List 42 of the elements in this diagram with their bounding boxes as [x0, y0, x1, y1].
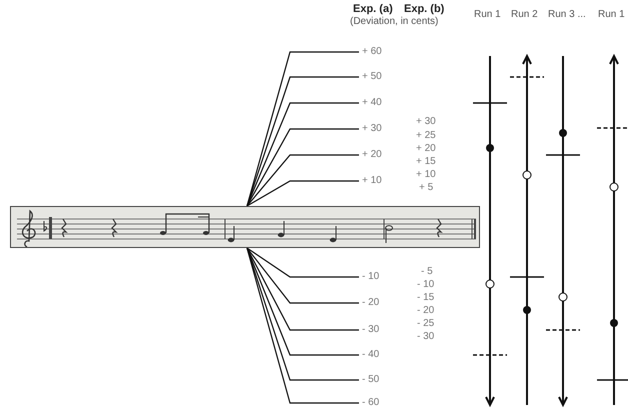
- value-label: - 20: [417, 304, 434, 317]
- value-label: + 5: [419, 181, 434, 194]
- value-label: + 10: [416, 168, 436, 181]
- deviation-label: + 50: [362, 70, 382, 84]
- leader-line: [246, 102, 359, 206]
- value-label: - 15: [417, 291, 434, 304]
- value-label: + 25: [416, 129, 436, 142]
- value-label: - 25: [417, 317, 434, 330]
- deviation-label: + 20: [362, 148, 382, 162]
- deviation-label: + 40: [362, 96, 382, 110]
- deviation-label: - 40: [362, 348, 380, 362]
- deviation-label: - 60: [362, 396, 380, 409]
- leader-line: [246, 51, 359, 206]
- value-label: + 20: [416, 142, 436, 155]
- leader-line: [246, 76, 359, 206]
- unit-note: (Deviation, in cents): [350, 15, 438, 28]
- leader-line: [246, 154, 359, 206]
- deviation-label: - 30: [362, 323, 380, 337]
- deviation-label: + 10: [362, 174, 382, 188]
- deviation-label: + 30: [362, 122, 382, 136]
- value-label: + 30: [416, 115, 436, 128]
- deviation-label: - 20: [362, 296, 380, 310]
- column-header: Exp. (a): [353, 3, 393, 16]
- leader-line: [246, 248, 359, 278]
- leader-line: [246, 248, 359, 304]
- value-label: - 5: [421, 265, 433, 278]
- deviation-label: + 60: [362, 45, 382, 59]
- column-header: Run 1: [598, 8, 625, 21]
- leader-line: [246, 180, 359, 207]
- column-header: Run 2: [511, 8, 538, 21]
- deviation-label: - 50: [362, 373, 380, 387]
- column-header: Exp. (b): [404, 3, 444, 16]
- leader-line: [246, 248, 359, 356]
- value-label: - 10: [417, 278, 434, 291]
- value-label: + 15: [416, 155, 436, 168]
- deviation-label: - 10: [362, 270, 380, 284]
- music-staff-drawing: [10, 206, 480, 248]
- column-header: Run 1: [474, 8, 501, 21]
- value-label: - 30: [417, 330, 434, 343]
- leader-line: [246, 128, 359, 206]
- leader-line: [246, 248, 359, 331]
- column-header: Run 3 ...: [548, 8, 586, 21]
